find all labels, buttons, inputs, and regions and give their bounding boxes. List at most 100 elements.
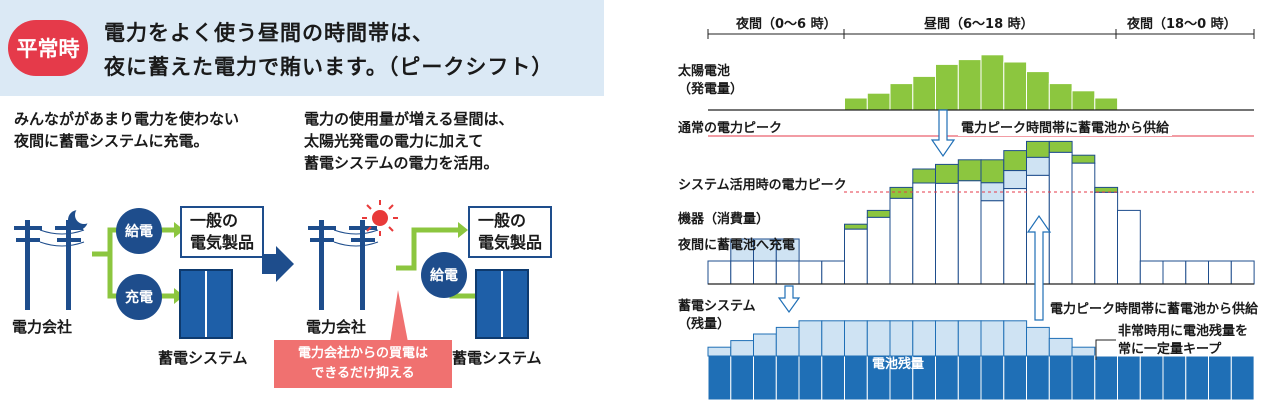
storage-bar <box>1048 355 1073 401</box>
storage-bar <box>1071 355 1096 401</box>
storage-cabinet-icon <box>475 269 529 339</box>
storage-charge-bar <box>935 320 959 357</box>
solar-bar <box>912 75 937 111</box>
storage-charge-bar <box>753 333 777 357</box>
device-bar <box>844 228 868 285</box>
utility-pole-icon <box>14 220 85 310</box>
device-bar <box>753 260 777 285</box>
right-arrow-icon <box>262 246 294 282</box>
supply-circle-day: 給電 <box>421 252 467 298</box>
storage-label-night: 蓄電システム <box>158 349 248 367</box>
down-arrow-icon <box>930 109 956 158</box>
device-bar <box>1117 209 1141 285</box>
device-solar-bar <box>1071 154 1096 164</box>
device-bar <box>775 260 800 285</box>
period-night-2: 夜間（18〜0 時） <box>1127 17 1237 32</box>
solar-bar <box>1003 61 1028 111</box>
device-bar <box>1048 151 1073 285</box>
storage-bar <box>821 355 846 401</box>
devices-label: 機器（消費量） <box>678 212 770 227</box>
solar-bar <box>1094 97 1119 111</box>
day-text-2: 太陽光発電の電力に加えて <box>304 132 484 150</box>
device-solar-bar <box>889 186 914 199</box>
storage-charge-bar <box>980 320 1005 357</box>
device-solar-bar <box>957 159 982 182</box>
device-bar <box>730 260 755 285</box>
device-bar <box>1139 260 1164 285</box>
device-bar <box>957 180 982 285</box>
solar-bar <box>935 63 959 111</box>
storage-charge-bar <box>1048 337 1073 357</box>
storage-bar <box>1117 355 1141 401</box>
device-solar-bar <box>935 163 959 184</box>
storage-bar <box>753 355 777 401</box>
down-arrow-icon <box>777 285 801 314</box>
up-arrow-icon <box>1026 214 1052 321</box>
solar-bar <box>866 92 891 111</box>
purchase-note: 電力会社からの買電は できるだけ抑える <box>274 340 452 388</box>
storage-label-2: （残量） <box>678 317 731 332</box>
storage-bar <box>935 355 959 401</box>
device-bar <box>707 260 732 285</box>
solar-bar <box>889 83 914 111</box>
header-line-2: 夜に蓄えた電力で賄います。（ピークシフト） <box>104 55 554 79</box>
device-solar-bar <box>1048 140 1073 153</box>
utility-pole-icon <box>308 220 379 310</box>
device-bar <box>912 182 937 285</box>
appliance-box-night: 一般の 電気製品 <box>180 206 265 258</box>
supply-circle: 給電 <box>116 208 162 254</box>
left-diagram-graphics <box>14 200 529 340</box>
device-bar <box>1230 260 1255 285</box>
storage-charge-bar <box>866 320 891 357</box>
appliance-line-1: 一般の <box>190 211 239 230</box>
solar-bar <box>1026 71 1050 111</box>
storage-charge-bar <box>1071 346 1096 357</box>
device-solar-bar <box>912 168 937 184</box>
device-bar <box>821 260 846 285</box>
storage-label-1: 蓄電システム <box>678 299 756 314</box>
supply-peak-label: 電力ピーク時間帯に蓄電池から供給 <box>958 117 1173 136</box>
emergency-label-1: 非常時用に電池残量を <box>1118 324 1249 339</box>
appliance-line-2: 電気製品 <box>478 233 543 252</box>
system-peak-label: システム活用時の電力ピーク <box>678 178 847 193</box>
storage-bar <box>844 355 868 401</box>
appliance-line-1: 一般の <box>478 211 527 230</box>
period-day: 昼間（6〜18 時） <box>924 17 1034 32</box>
supply-peak-label-2: 電力ピーク時間帯に蓄電池から供給 <box>1048 298 1261 317</box>
storage-charge-bar <box>889 320 914 357</box>
storage-bar <box>1026 355 1050 401</box>
emergency-label-2: 常に一定量キープ <box>1118 342 1222 357</box>
normal-peak-label: 通常の電力ピーク <box>678 121 783 136</box>
day-text-3: 蓄電システムの電力を活用。 <box>304 154 499 172</box>
solar-label-2: （発電量） <box>678 82 744 97</box>
appliance-line-2: 電気製品 <box>190 233 255 252</box>
storage-cabinet-icon <box>179 269 233 339</box>
storage-charge-bar <box>844 320 868 357</box>
storage-bar <box>1003 355 1028 401</box>
storage-charge-bar <box>821 320 846 357</box>
solar-bar <box>957 59 982 111</box>
note-pointer <box>390 290 408 340</box>
normal-time-badge: 平常時 <box>8 20 88 76</box>
storage-bar <box>798 355 823 401</box>
header-line-1: 電力をよく使う昼間の時間帯は、 <box>104 21 434 45</box>
storage-charge-bar <box>707 346 732 357</box>
device-bar <box>889 197 914 285</box>
night-charge-label: 夜間に蓄電池へ充電 <box>678 238 796 253</box>
solar-bar <box>980 54 1005 111</box>
storage-bar <box>707 355 732 401</box>
period-night-1: 夜間（0〜6 時） <box>736 17 837 32</box>
storage-bar <box>1185 355 1210 401</box>
device-battery-bar <box>1003 170 1028 190</box>
device-bar <box>935 182 959 285</box>
solar-label-1: 太陽電池 <box>678 64 731 79</box>
storage-bar <box>1230 355 1255 401</box>
device-bar <box>1003 188 1028 285</box>
device-bar <box>1162 260 1187 285</box>
company-label-day: 電力会社 <box>306 318 367 336</box>
storage-bar <box>775 355 800 401</box>
device-battery-bar <box>1026 156 1050 176</box>
header-band <box>0 0 604 96</box>
solar-bar <box>844 97 868 111</box>
